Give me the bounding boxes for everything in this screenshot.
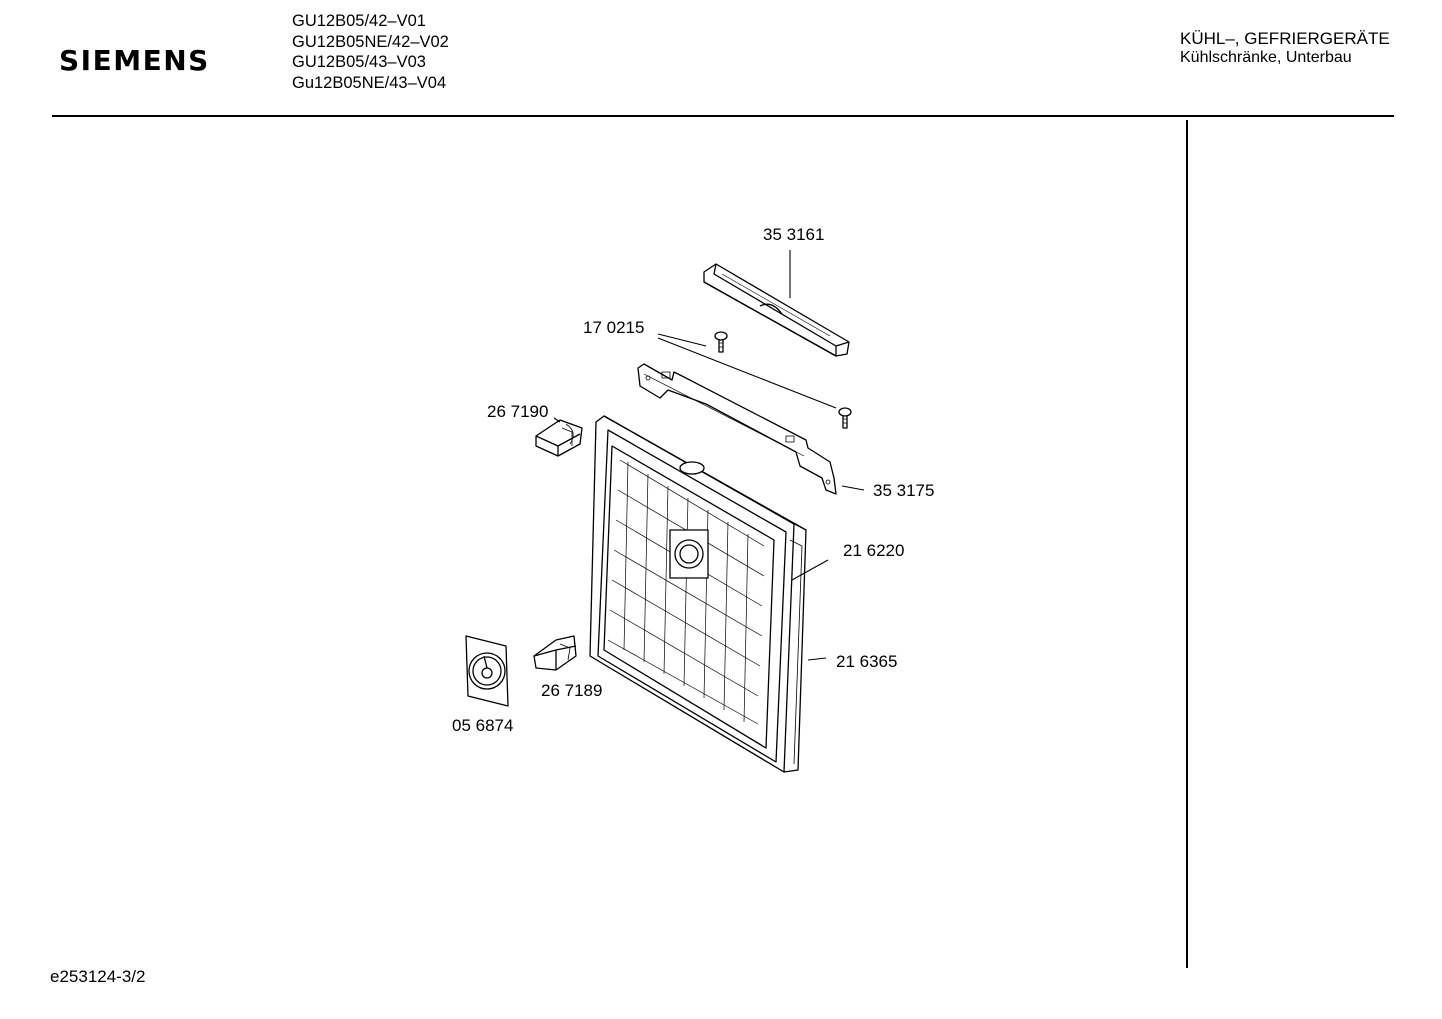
part-screw — [714, 331, 728, 353]
part-hinge-upper — [535, 419, 583, 457]
category-title: KÜHL–, GEFRIERGERÄTE — [1180, 29, 1390, 48]
part-number-label: 21 6365 — [836, 652, 897, 671]
model-number: GU12B05/43–V03 — [292, 53, 426, 71]
part-hinge-lower — [533, 635, 577, 671]
document-id: e253124-3/2 — [50, 967, 146, 986]
leader-line — [657, 337, 837, 409]
model-number: GU12B05/42–V01 — [292, 12, 426, 30]
part-door-frame — [589, 415, 807, 773]
part-number-label: 21 6220 — [843, 541, 904, 560]
leader-line — [807, 657, 827, 661]
model-number: Gu12B05NE/43–V04 — [292, 73, 447, 92]
part-number-label: 17 0215 — [583, 318, 644, 337]
model-list: GU12B05/42–V01 GU12B05NE/42–V02 GU12B05/… — [292, 11, 449, 93]
part-mounting-rail — [637, 363, 837, 495]
part-number-label: 26 7190 — [487, 402, 548, 421]
leader-line — [657, 333, 707, 347]
model-number: GU12B05NE/42–V02 — [292, 32, 449, 51]
part-number-label: 26 7189 — [541, 681, 602, 700]
leader-lines — [553, 250, 865, 661]
part-top-cover — [703, 263, 850, 357]
part-number-label: 35 3161 — [763, 225, 824, 244]
leader-line — [791, 559, 829, 581]
brand-logo: SIEMENS — [59, 44, 210, 77]
side-divider — [1186, 120, 1188, 968]
part-number-label: 05 6874 — [452, 716, 513, 735]
part-knob-plate — [465, 635, 509, 707]
part-screw — [838, 407, 852, 429]
header-divider — [52, 115, 1394, 117]
part-number-label: 35 3175 — [873, 481, 934, 500]
category-subtitle: Kühlschränke, Unterbau — [1180, 49, 1352, 66]
leader-line — [841, 485, 865, 491]
leader-line — [553, 417, 561, 423]
category-block: KÜHL–, GEFRIERGERÄTE Kühlschränke, Unter… — [1180, 29, 1390, 67]
